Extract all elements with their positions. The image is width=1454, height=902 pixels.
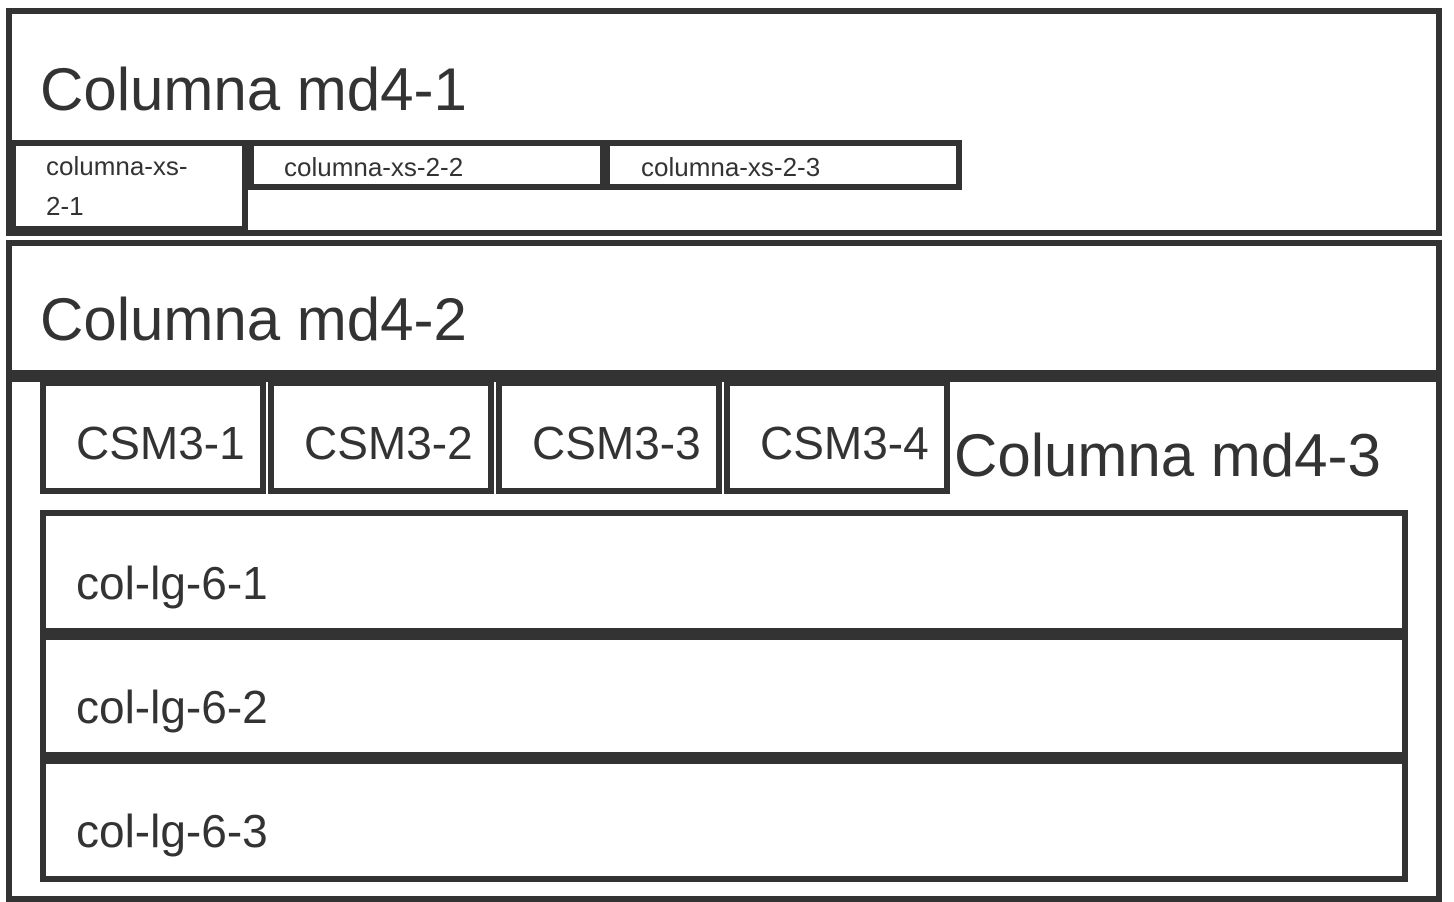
xs-column-3	[604, 140, 962, 190]
xs-column-1	[10, 140, 248, 232]
csm-column-4-label: CSM3-4	[760, 417, 929, 469]
xs-column-2-label: columna-xs-2-2	[284, 152, 464, 182]
csm-column-3-label: CSM3-3	[532, 417, 701, 469]
lg-column-3-label: col-lg-6-3	[76, 805, 268, 857]
md4-2-title: Columna md4-2	[40, 286, 467, 353]
md4-3-title: Columna md4-3	[954, 422, 1381, 489]
lg-column-2	[40, 634, 1408, 758]
csm-column-3	[496, 380, 722, 494]
xs-column-3-label: columna-xs-2-3	[641, 152, 821, 182]
csm-column-2-label: CSM3-2	[304, 417, 473, 469]
md4-2-panel	[6, 240, 1442, 376]
csm-column-4	[724, 380, 950, 494]
csm-column-2	[268, 380, 494, 494]
xs-column-1-label: columna-xs-2-1	[46, 151, 188, 221]
xs-column-2	[248, 140, 606, 190]
md4-1-title: Columna md4-1	[40, 56, 467, 123]
csm-column-1	[40, 380, 266, 494]
lg-column-1	[40, 510, 1408, 634]
lg-column-2-label: col-lg-6-2	[76, 681, 268, 733]
lg-column-3	[40, 758, 1408, 882]
csm-column-1-label: CSM3-1	[76, 417, 245, 469]
lg-column-1-label: col-lg-6-1	[76, 557, 268, 609]
